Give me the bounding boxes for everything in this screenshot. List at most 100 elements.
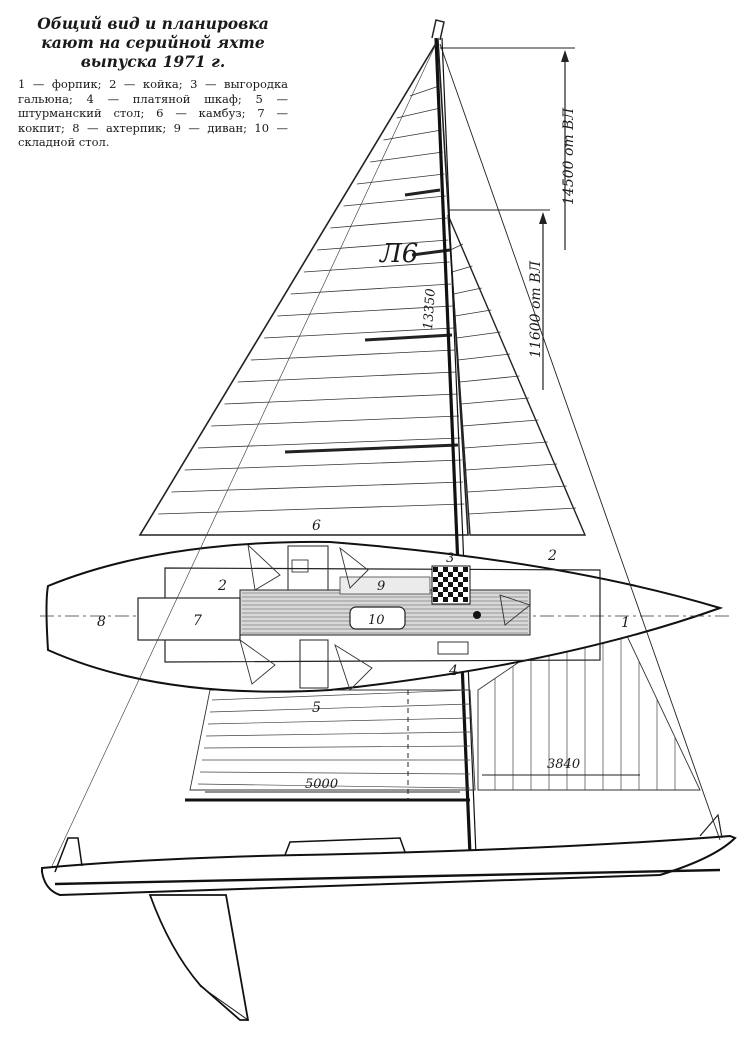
head-check-square [453, 587, 458, 592]
mainsail-hatch-line [158, 503, 465, 515]
head-check-square [448, 582, 453, 587]
head-check-square [448, 572, 453, 577]
mainsail-hatch-line [396, 107, 441, 119]
batten [364, 333, 453, 342]
jib-height-label: 11600 от ВЛ [528, 261, 544, 358]
hull-profile [41, 813, 737, 1021]
jib-foot-label: 3840 [547, 757, 580, 772]
head-check-square [433, 577, 438, 582]
jib-hatch-line [462, 419, 539, 427]
mainsail-hatch-line [290, 283, 452, 295]
head-check-square [458, 582, 463, 587]
plan-label-8: 8 [97, 614, 106, 630]
head-check-square [463, 577, 468, 582]
caption-title: Общий вид и планировка кают на серийной … [37, 14, 269, 71]
head-check-square [443, 587, 448, 592]
batten [284, 443, 459, 454]
mainsail-hatch-line [303, 261, 450, 273]
mainsail-hatch-line [250, 349, 456, 361]
head-check-square [443, 597, 448, 602]
head-check-square [453, 597, 458, 602]
mainsail-hatch-line [330, 217, 448, 229]
head-check-square [463, 587, 468, 592]
mainsail-hatch-line [343, 195, 446, 207]
mast [431, 19, 477, 856]
deck-plan: 8 7 2 6 9 10 3 2 1 4 5 [40, 518, 730, 716]
mainsail-hatch-line [237, 371, 457, 383]
lower-mainsail-hatch-line [197, 783, 471, 789]
mainsail-hatch-line [370, 151, 444, 163]
luff-length-label: 13350 [421, 288, 439, 330]
mainsail-hatch-line [184, 459, 462, 471]
plan-label-1: 1 [621, 615, 630, 631]
jib-outline [447, 214, 587, 536]
forestay [439, 43, 721, 841]
lower-mainsail-hatch-line [203, 745, 471, 749]
plan-label-10: 10 [368, 613, 385, 628]
plan-label-2-fwd: 2 [547, 548, 557, 564]
plan-label-6: 6 [312, 518, 321, 534]
head-check-square [433, 587, 438, 592]
mainsail-hatch-line [224, 393, 458, 405]
mainsail-hatch-line [317, 239, 449, 251]
jib-hatch-line [460, 397, 529, 405]
caption-legend: 1 — форпик; 2 — койка; 3 — выгородка гал… [18, 77, 288, 149]
jib-hatch-line [456, 331, 501, 339]
mainsail-hatch-line [409, 85, 440, 97]
mainsail-hatch-line [277, 305, 453, 317]
head-check-square [463, 597, 468, 602]
head-check-square [438, 592, 443, 597]
plan-label-5: 5 [312, 700, 321, 716]
figure-caption: Общий вид и планировка кают на серийной … [18, 14, 288, 150]
mainsail-hatch-line [383, 129, 442, 141]
side-view-sails: 3840 5000 [185, 599, 701, 802]
jib-hatch-line [463, 441, 548, 449]
mainsail-outline [138, 37, 469, 536]
lower-mainsail-hatch-line [209, 703, 471, 713]
head-check-square [453, 577, 458, 582]
mainsail-hatch-line [356, 173, 445, 185]
boom-length-label: 5000 [305, 777, 338, 792]
jib-hatch-line [454, 309, 492, 317]
plan-label-7: 7 [193, 613, 202, 629]
head-check-square [453, 567, 458, 572]
jib-hatch-line [457, 353, 511, 361]
lower-mainsail-hatch-line [199, 771, 471, 775]
head-check-square [458, 572, 463, 577]
mainsail-hatch-line [197, 437, 461, 449]
jib [447, 214, 587, 536]
plan-label-2-aft: 2 [217, 578, 227, 594]
head-check-square [443, 577, 448, 582]
jib-hatch-line [453, 287, 482, 295]
mainsail: Л6 13350 [138, 37, 469, 536]
sail-number: Л6 [378, 239, 418, 269]
head-check-square [438, 572, 443, 577]
lower-mainsail-hatch-line [205, 731, 471, 737]
head-check-square [463, 567, 468, 572]
lower-mainsail-hatch-line [211, 689, 471, 701]
batten [404, 188, 441, 197]
height-dimensions: 14500 от ВЛ 11600 от ВЛ [440, 47, 577, 390]
backstay [51, 43, 437, 867]
head-check-square [438, 582, 443, 587]
head-check-square [443, 567, 448, 572]
head-check-square [448, 592, 453, 597]
lower-mainsail-hatch-line [207, 717, 471, 725]
plan-label-3: 3 [446, 551, 454, 566]
jib-hatch-line [459, 375, 520, 383]
mainsail-hatch-line [211, 415, 460, 427]
jib-hatch-line [468, 507, 577, 515]
jib-hatch-line [467, 485, 567, 493]
head-check-square [433, 597, 438, 602]
plan-label-9: 9 [377, 579, 385, 594]
head-check-square [458, 592, 463, 597]
mainsail-hatch-line [171, 481, 464, 493]
head-check-square [433, 567, 438, 572]
jib-hatch-line [451, 265, 473, 273]
jib-hatch-line [450, 243, 464, 251]
mainsail-hatch-line [264, 327, 454, 339]
jib-hatch-line [465, 463, 558, 471]
mast-height-label: 14500 от ВЛ [561, 108, 577, 205]
plan-label-4: 4 [448, 663, 458, 679]
